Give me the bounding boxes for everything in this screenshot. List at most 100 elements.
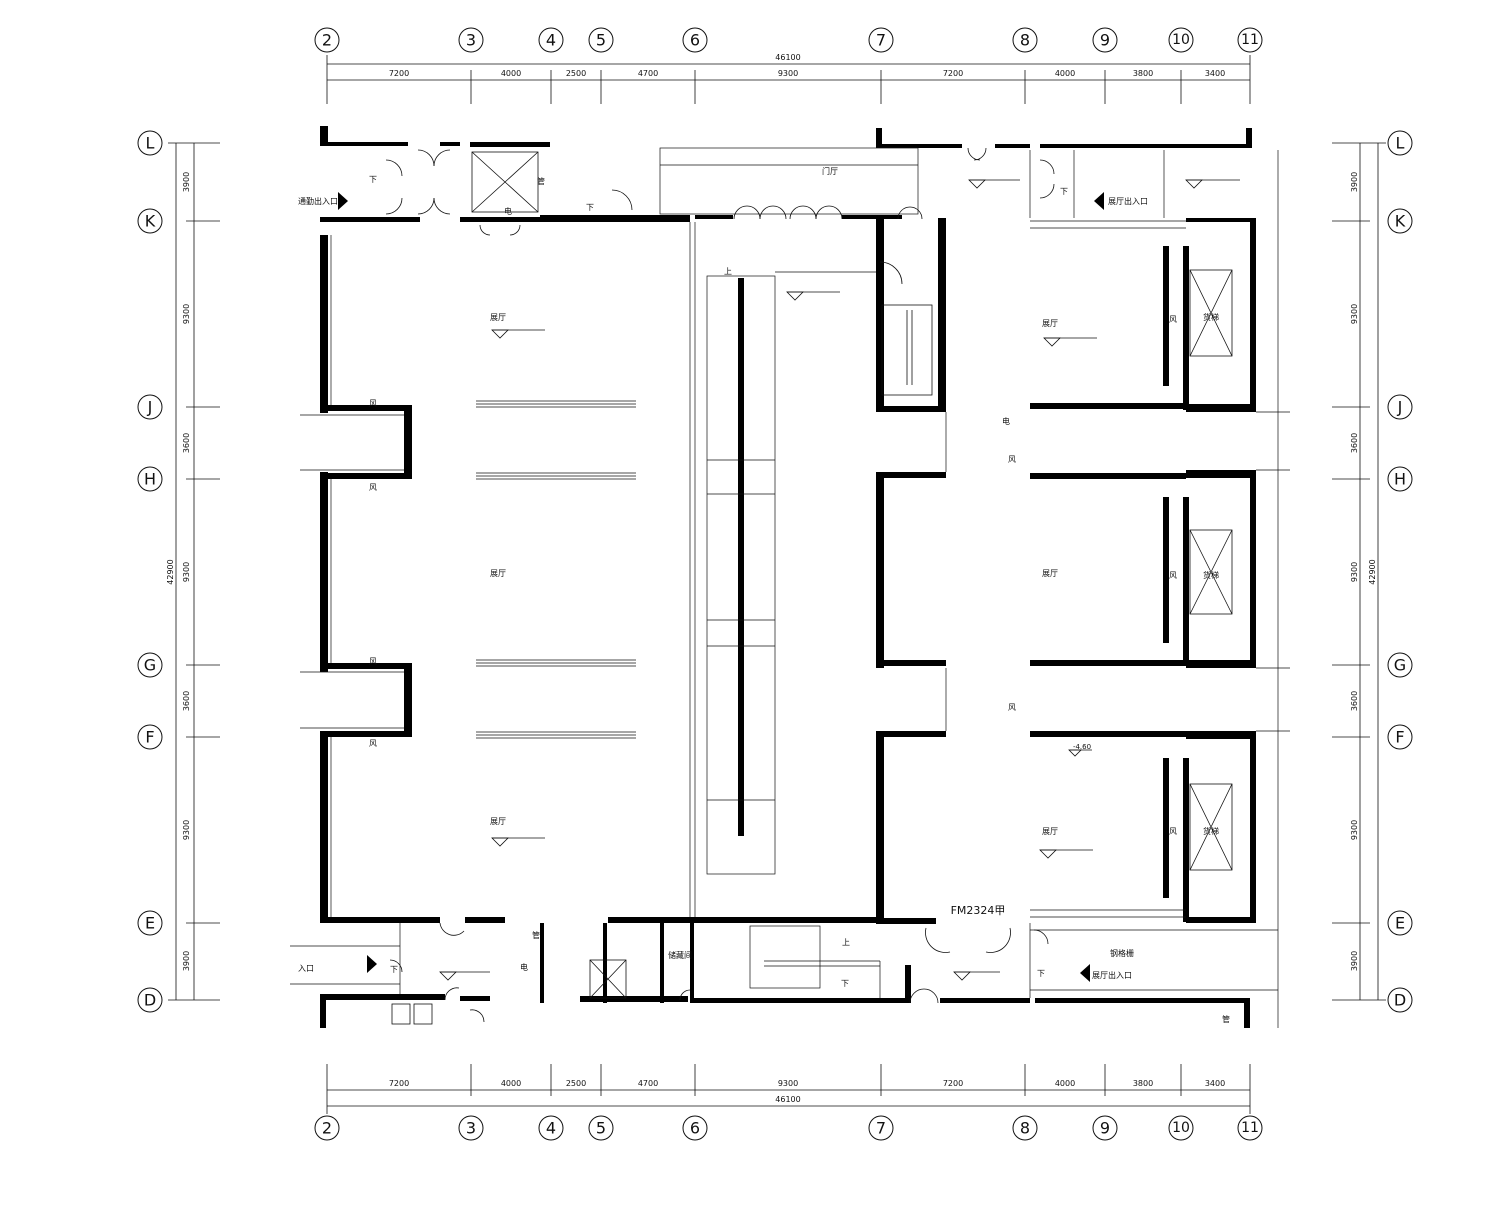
col-axis-bottom-10: 10 [1172,1120,1190,1136]
row-axis-bubbles [137,130,1413,1013]
label-foyer: 门厅 [822,166,838,176]
label-hall-bottom-left: 展厅 [490,817,506,826]
label-shaft-top: 管 [537,176,545,186]
col-axis-bottom-3: 3 [466,1119,476,1138]
label-up-atrium: 上 [724,267,732,276]
label-down-5: 下 [1037,969,1045,978]
dim-bottom-3: 2500 [566,1079,586,1088]
label-down-4: 下 [841,979,849,988]
dim-right-1: 3900 [1350,172,1359,192]
col-axis-bottom-6: 6 [690,1119,700,1138]
elevator-shafts [391,151,1233,1025]
col-axis-top-6: 6 [690,31,700,50]
dim-right-2: 9300 [1350,304,1359,324]
row-axis-left-J: J [147,398,153,417]
row-axis-right-K: K [1395,212,1406,231]
label-freight-1: 货梯 [1203,312,1219,322]
label-wind-5: 风 [1169,827,1177,836]
col-axis-top-9: 9 [1100,31,1110,50]
dim-bottom-8: 3800 [1133,1079,1153,1088]
label-elevator-top: 电 [504,206,512,216]
label-up-stair: 上 [842,938,850,947]
label-wind-9: 风 [369,739,377,748]
dim-left-6: 9300 [182,820,191,840]
label-storage: 储藏间 [668,950,692,960]
col-axis-bottom-7: 7 [876,1119,886,1138]
label-entrance-bottom-left: 入口 [298,964,314,973]
label-wind-7: 风 [369,483,377,492]
dim-top-8: 3800 [1133,69,1153,78]
left-dimension-lines [168,142,220,1001]
dim-left-4: 9300 [182,562,191,582]
bottom-dimension-lines [326,1064,1251,1114]
dim-top-2: 4000 [501,69,521,78]
top-dimension-lines [326,55,1251,104]
label-wind-8: 风 [369,657,377,666]
col-axis-top-10: 10 [1172,32,1190,48]
label-down-3: 下 [1060,187,1068,196]
dim-right-5: 3600 [1350,691,1359,711]
label-freight-2: 货梯 [1203,570,1219,580]
dim-left-2: 9300 [182,304,191,324]
thin-lines [290,147,1290,1028]
col-axis-top-7: 7 [876,31,886,50]
row-axis-right-L: L [1396,134,1405,153]
label-shaft-bottom: 管 [532,930,540,940]
dim-top-9: 3400 [1205,69,1225,78]
row-axis-left-G: G [144,656,156,675]
label-wind-3: 风 [1169,315,1177,324]
entry-arrows [338,192,1104,982]
dim-top-3: 2500 [566,69,586,78]
dim-left-total: 42900 [166,559,175,584]
col-axis-top-3: 3 [466,31,476,50]
dim-top-5: 9300 [778,69,798,78]
col-axis-bottom-2: 2 [322,1119,332,1138]
label-elevator-right: 电 [1002,416,1010,426]
row-axis-right-G: G [1394,656,1406,675]
row-axis-right-H: H [1394,470,1406,489]
col-axis-bottom-5: 5 [596,1119,606,1138]
dim-bottom-9: 3400 [1205,1079,1225,1088]
column-axis-bubbles [314,27,1263,1141]
row-axis-left-E: E [145,914,155,933]
dim-total-top: 46100 [775,53,800,62]
dim-right-7: 3900 [1350,951,1359,971]
label-wind-6: 风 [369,399,377,408]
label-hall-mid-left: 展厅 [490,569,506,578]
door-swings [385,147,1055,1023]
row-axis-left-H: H [144,470,156,489]
row-axis-left-K: K [145,212,156,231]
dim-top-6: 7200 [943,69,963,78]
dim-right-6: 9300 [1350,820,1359,840]
dim-left-3: 3600 [182,433,191,453]
dim-top-1: 7200 [389,69,409,78]
label-down-1: 下 [369,175,377,184]
label-freight-3: 货梯 [1203,826,1219,836]
row-axis-left-F: F [145,728,154,747]
label-hall-top-left: 展厅 [490,313,506,322]
dim-bottom-6: 7200 [943,1079,963,1088]
dim-bottom-1: 7200 [389,1079,409,1088]
col-axis-bottom-4: 4 [546,1119,556,1138]
label-shaft-bottom-right: 管 [1222,1014,1230,1024]
col-axis-top-2: 2 [322,31,332,50]
col-axis-top-4: 4 [546,31,556,50]
right-dimension-lines [1332,142,1386,1001]
label-roller-shutter: 钢格栅 [1110,948,1134,958]
dim-bottom-5: 9300 [778,1079,798,1088]
col-axis-top-5: 5 [596,31,606,50]
label-elevation: -4.60 [1073,743,1091,751]
label-door-tag: FM2324甲 [951,904,1006,917]
dim-bottom-7: 4000 [1055,1079,1075,1088]
dim-right-4: 9300 [1350,562,1359,582]
label-wind-1: 风 [1008,455,1016,464]
label-wind-4: 风 [1169,571,1177,580]
col-axis-bottom-8: 8 [1020,1119,1030,1138]
row-axis-left-L: L [146,134,155,153]
dim-right-3: 3600 [1350,433,1359,453]
dim-top-4: 4700 [638,69,658,78]
label-down-2: 下 [586,203,594,212]
col-axis-bottom-11: 11 [1241,1120,1259,1136]
walls [320,126,1256,1028]
label-entrance-top-left: 通勤出入口 [298,196,338,206]
